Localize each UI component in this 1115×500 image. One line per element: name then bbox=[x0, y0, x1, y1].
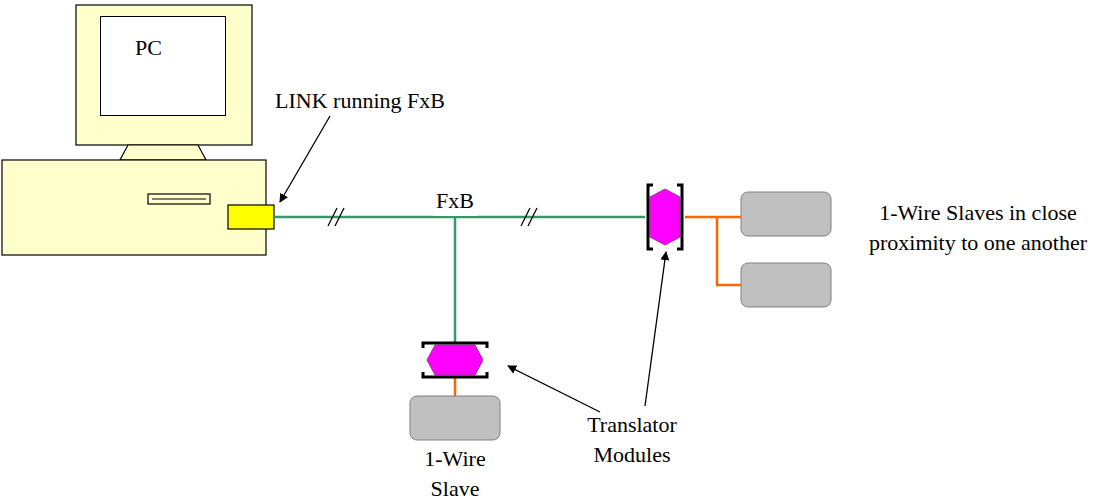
link-label: LINK running FxB bbox=[275, 86, 445, 116]
fxb-bus bbox=[274, 217, 645, 343]
one-wire-slaves bbox=[410, 192, 831, 440]
slave-label: 1-Wire Slave bbox=[415, 444, 495, 500]
drive-slot-line bbox=[152, 198, 206, 199]
monitor-screen: PC bbox=[100, 16, 226, 116]
bus-branch bbox=[454, 217, 457, 343]
slave-device bbox=[410, 396, 500, 440]
slave-device bbox=[741, 263, 831, 307]
monitor-stand bbox=[120, 145, 206, 160]
leader-arrows bbox=[280, 116, 666, 412]
link-adapter bbox=[228, 205, 274, 229]
bus-label: FxB bbox=[433, 186, 477, 216]
computer-illustration bbox=[2, 5, 274, 255]
monitor-frame bbox=[76, 5, 252, 145]
slave-device bbox=[741, 192, 831, 236]
translator-label: Translator Modules bbox=[577, 410, 687, 470]
system-case bbox=[2, 160, 266, 255]
screen-label: PC bbox=[135, 35, 225, 60]
slaves-label: 1-Wire Slaves in close proximity to one … bbox=[846, 198, 1111, 258]
translator-module bbox=[648, 185, 682, 249]
bus-line bbox=[274, 216, 645, 219]
translator-module bbox=[423, 343, 487, 377]
drive-slot bbox=[148, 194, 210, 204]
one-wire-wiring bbox=[455, 217, 741, 396]
